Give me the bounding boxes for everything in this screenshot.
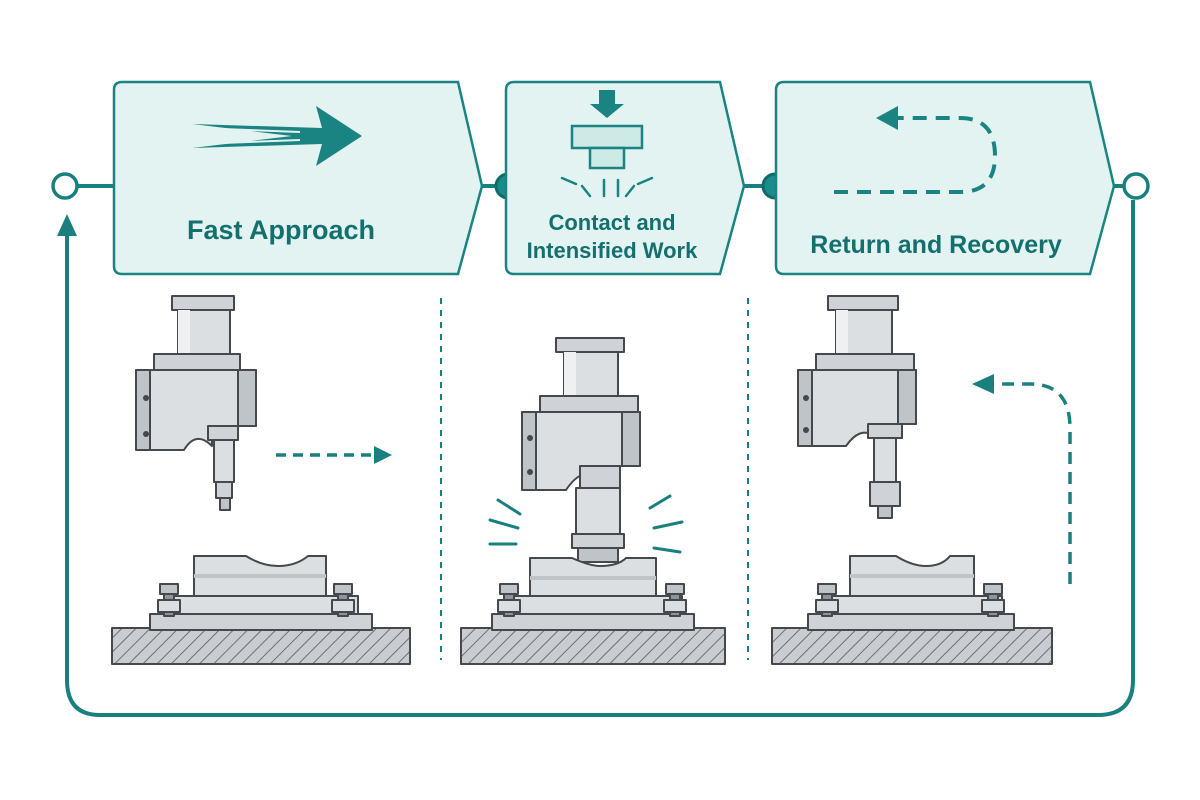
stage-separators	[440, 298, 749, 660]
timeline-node-end	[1122, 172, 1150, 200]
stage-panel-fast-approach: Fast Approach	[112, 80, 484, 276]
motion-arrow-approach	[276, 446, 392, 464]
u-turn-arrow-icon	[834, 106, 998, 194]
press-down-icon	[560, 90, 654, 198]
press-illustration-contact	[521, 337, 641, 563]
stage-panel-contact: Contact and Intensified Work	[504, 80, 746, 276]
die-set-3	[771, 555, 1053, 665]
stage-label-return: Return and Recovery	[810, 231, 1062, 259]
stage-label-contact-line-2: Intensified Work	[527, 238, 698, 263]
timeline-node-start	[51, 172, 79, 200]
motion-arrow-return	[972, 374, 1072, 584]
die-set-1	[111, 555, 411, 665]
press-illustration-approach	[135, 295, 257, 511]
die-set-2	[460, 557, 726, 665]
press-illustration-return	[797, 295, 917, 519]
contact-burst-lines	[488, 494, 684, 554]
stage-label-contact-line-1: Contact and	[548, 210, 675, 235]
speed-arrow-icon	[192, 106, 362, 166]
stage-panel-return: Return and Recovery	[774, 80, 1116, 276]
stage-label-fast-approach: Fast Approach	[187, 215, 375, 245]
loop-return-arrow-icon	[57, 200, 1135, 717]
